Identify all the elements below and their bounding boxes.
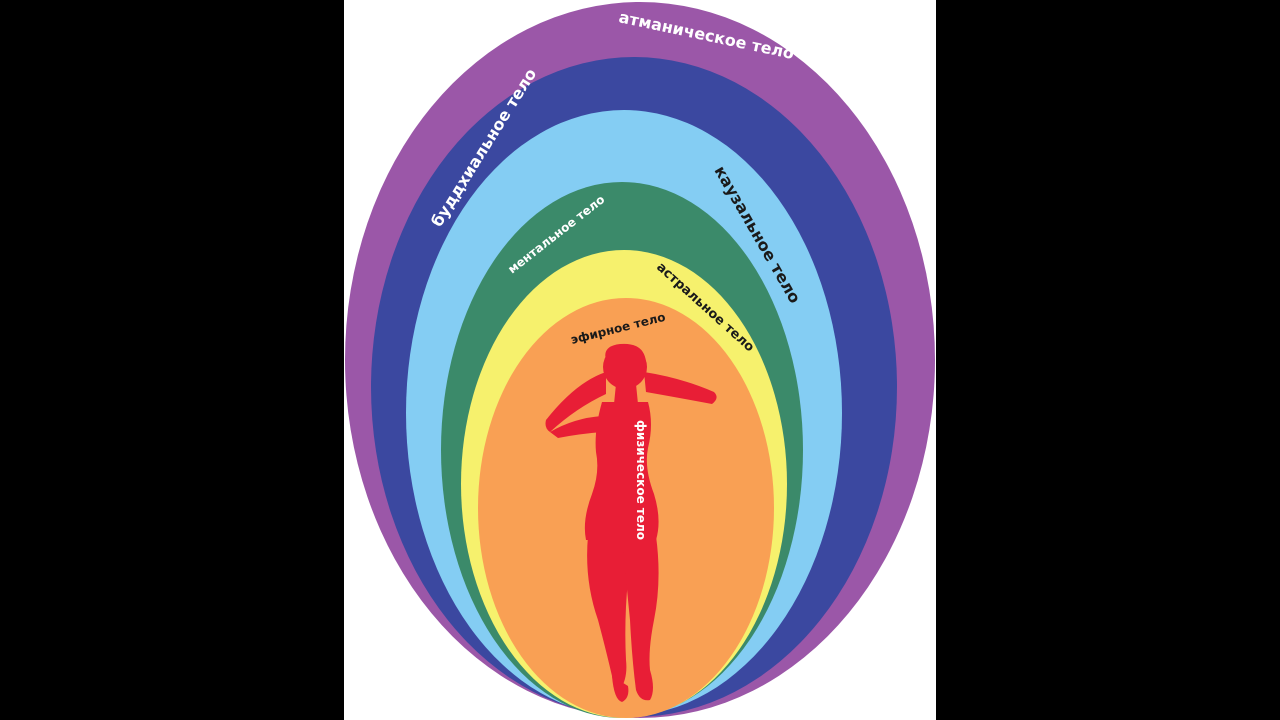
physical-body-label: физическое тело [634,420,648,540]
subtle-bodies-diagram: атманическое тело буддхиальное тело кауз… [344,0,936,720]
diagram-panel: атманическое тело буддхиальное тело кауз… [344,0,936,720]
